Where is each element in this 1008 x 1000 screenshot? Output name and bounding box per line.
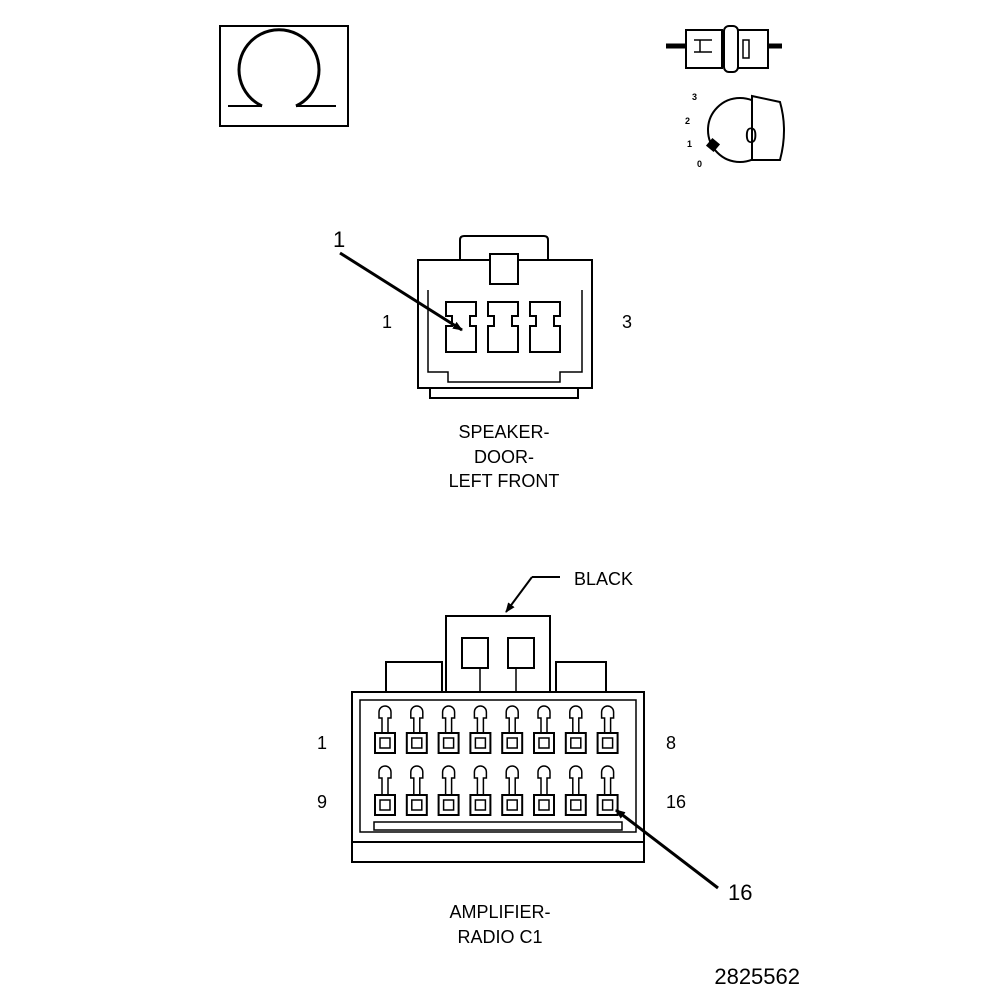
amplifier-cavity-2 — [405, 705, 428, 754]
ignition-position-3: 3 — [692, 92, 697, 102]
speaker-title-line-1: SPEAKER- — [458, 422, 549, 442]
amplifier-cavity-4 — [469, 705, 492, 754]
amplifier-cavity-15 — [564, 765, 587, 816]
ignition-position-0: 0 — [697, 159, 702, 169]
amplifier-connector — [351, 576, 719, 890]
amplifier-cavity-13 — [501, 765, 524, 816]
disconnect-connector-icon — [666, 25, 782, 73]
amplifier-cavity-9 — [374, 765, 396, 816]
amplifier-cavity-10 — [405, 765, 428, 816]
amplifier-pin-16-label: 16 — [666, 792, 686, 812]
ignition-key-icon: 3 2 1 0 0 — [685, 92, 785, 169]
speaker-connector — [339, 235, 593, 399]
amplifier-cavity-7 — [564, 705, 587, 754]
speaker-title-line-2: DOOR- — [474, 447, 534, 467]
speaker-pin-3-label: 3 — [622, 312, 632, 332]
amplifier-cavity-3 — [437, 705, 460, 754]
amplifier-pin-9-label: 9 — [317, 792, 327, 812]
amplifier-cavity-1 — [374, 705, 396, 754]
amplifier-title-line-1: AMPLIFIER- — [449, 902, 550, 922]
speaker-pin-1-label: 1 — [382, 312, 392, 332]
amplifier-color-label: BLACK — [574, 569, 633, 589]
amplifier-cavity-14 — [533, 765, 555, 816]
ohm-meter-icon — [219, 25, 349, 127]
amplifier-callout-number: 16 — [728, 880, 752, 905]
amplifier-cavity-6 — [533, 705, 555, 754]
speaker-cavity-3 — [529, 301, 561, 353]
ignition-position-2: 2 — [685, 116, 690, 126]
amplifier-cavity-16 — [596, 765, 619, 816]
amplifier-pin-1-label: 1 — [317, 733, 327, 753]
speaker-cavity-1 — [445, 301, 477, 353]
speaker-cavity-2 — [487, 301, 519, 353]
ignition-position-1: 1 — [687, 139, 692, 149]
amplifier-pin-8-label: 8 — [666, 733, 676, 753]
amplifier-title-line-2: RADIO C1 — [457, 927, 542, 947]
key-position-label: 0 — [745, 123, 757, 148]
speaker-title-line-3: LEFT FRONT — [449, 471, 560, 491]
amplifier-cavity-11 — [437, 765, 460, 816]
amplifier-cavity-5 — [501, 705, 524, 754]
amplifier-cavity-12 — [469, 765, 492, 816]
amplifier-cavity-8 — [596, 705, 619, 754]
speaker-callout-number: 1 — [333, 227, 345, 252]
figure-id: 2825562 — [714, 964, 800, 989]
